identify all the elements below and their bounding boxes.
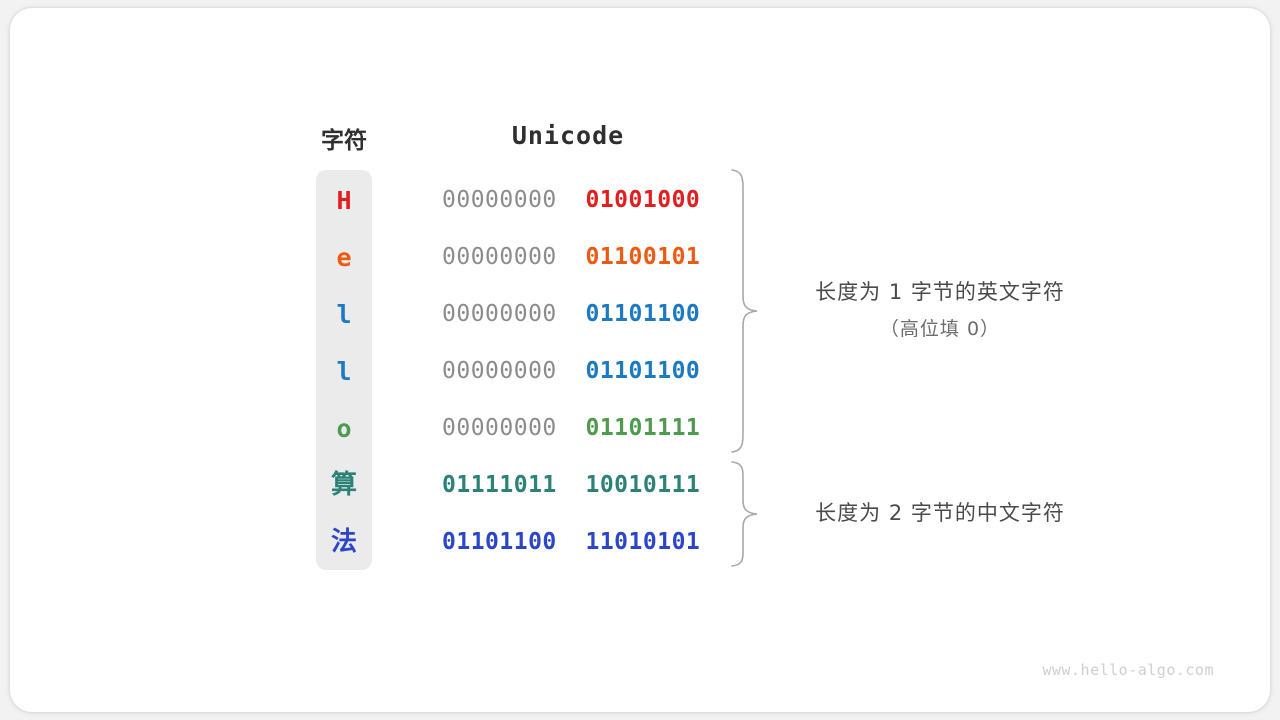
encoding-row: e 00000000 01100101 — [316, 229, 736, 286]
character-cell: H — [336, 186, 352, 215]
brace-chinese-group — [731, 461, 758, 567]
annotation-chinese-bytes: 长度为 2 字节的中文字符 — [778, 497, 1102, 527]
annotation-english-bytes: 长度为 1 字节的英文字符 （高位填 0） — [778, 276, 1102, 341]
unicode-bits-cell: 00000000 01101100 — [442, 286, 700, 343]
low-byte: 01001000 — [585, 187, 701, 213]
low-byte: 01100101 — [585, 244, 701, 270]
annotation-english-line2: （高位填 0） — [879, 318, 1001, 340]
unicode-bits-cell: 00000000 01001000 — [442, 172, 700, 229]
low-byte: 01101100 — [585, 301, 701, 327]
column-header-unicode: Unicode — [511, 121, 625, 150]
byte-separator — [557, 301, 586, 327]
byte-separator — [557, 244, 586, 270]
unicode-bits-cell: 00000000 01101100 — [442, 343, 700, 400]
character-cell: l — [336, 357, 352, 386]
byte-separator — [557, 529, 586, 555]
unicode-bits-cell: 00000000 01100101 — [442, 229, 700, 286]
character-column-background — [316, 170, 372, 570]
unicode-bits-cell: 01101100 11010101 — [442, 514, 700, 571]
high-byte: 00000000 — [442, 244, 557, 270]
low-byte: 10010111 — [585, 472, 701, 498]
watermark-url: www.hello-algo.com — [1042, 661, 1214, 679]
byte-separator — [557, 415, 586, 441]
low-byte: 01101111 — [585, 415, 701, 441]
unicode-bits-cell: 01111011 10010111 — [442, 457, 700, 514]
encoding-row: l 00000000 01101100 — [316, 286, 736, 343]
diagram-card: 字符 Unicode H 00000000 01001000 e 00000000 0… — [10, 8, 1270, 712]
byte-separator — [557, 187, 586, 213]
character-cell: 算 — [330, 470, 357, 500]
byte-separator — [557, 358, 586, 384]
character-cell: e — [336, 243, 352, 272]
encoding-row: l 00000000 01101100 — [316, 343, 736, 400]
high-byte: 00000000 — [442, 187, 557, 213]
character-cell: l — [336, 300, 352, 329]
low-byte: 01101100 — [585, 358, 701, 384]
unicode-bits-cell: 00000000 01101111 — [442, 400, 700, 457]
encoding-row: o 00000000 01101111 — [316, 400, 736, 457]
high-byte: 00000000 — [442, 415, 557, 441]
high-byte: 00000000 — [442, 301, 557, 327]
column-header-character: 字符 — [321, 128, 367, 154]
encoding-row: 算 01111011 10010111 — [316, 457, 736, 514]
encoding-row: H 00000000 01001000 — [316, 172, 736, 229]
low-byte: 11010101 — [585, 529, 701, 555]
annotation-chinese-line1: 长度为 2 字节的中文字符 — [815, 501, 1065, 525]
high-byte: 01101100 — [442, 529, 557, 555]
character-cell: o — [336, 414, 352, 443]
high-byte: 01111011 — [442, 472, 557, 498]
character-cell: 法 — [330, 527, 357, 557]
high-byte: 00000000 — [442, 358, 557, 384]
brace-english-group — [731, 169, 758, 453]
annotation-english-line1: 长度为 1 字节的英文字符 — [815, 280, 1065, 304]
byte-separator — [557, 472, 586, 498]
encoding-row: 法 01101100 11010101 — [316, 514, 736, 571]
